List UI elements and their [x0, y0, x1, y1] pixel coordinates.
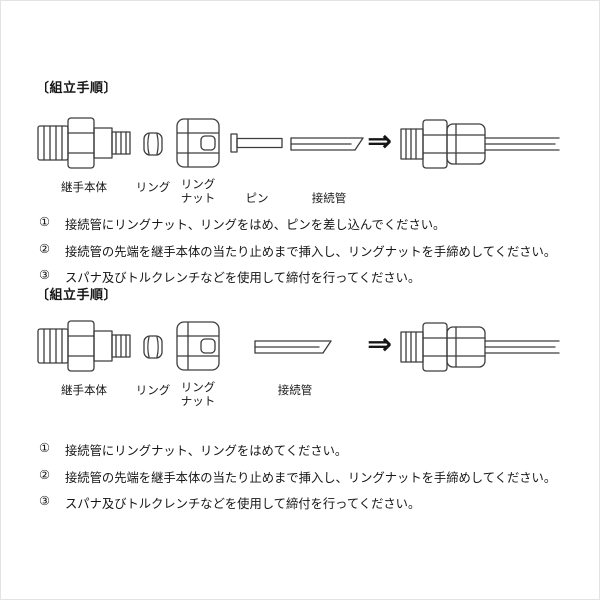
ring-nut-drawing: [176, 118, 220, 168]
step-row: ① 接続管にリングナット、リングをはめ、ピンを差し込んでください。: [39, 215, 579, 233]
section2-heading: 〔組立手順〕: [36, 287, 118, 302]
ring-drawing: [143, 132, 163, 156]
step-row: ② 接続管の先端を継手本体の当たり止めまで挿入し、リングナットを手締めしてくださ…: [39, 468, 579, 486]
connection-pipe-drawing: [254, 340, 332, 354]
ring-nut-label: リング ナット: [180, 179, 216, 205]
fitting-body-drawing: [37, 117, 131, 169]
step-number: ①: [39, 441, 51, 455]
step-row: ② 接続管の先端を継手本体の当たり止めまで挿入し、リングナットを手締めしてくださ…: [39, 242, 579, 260]
assembly-arrow-icon: ⇒: [367, 328, 393, 361]
step-text: スパナ及びトルクレンチなどを使用して締付を行ってください。: [65, 497, 421, 511]
step-number: ②: [39, 241, 51, 256]
step-text: スパナ及びトルクレンチなどを使用して締付を行ってください。: [65, 271, 421, 285]
connection-pipe-drawing: [290, 137, 364, 151]
ring-label: リング: [135, 385, 171, 397]
section2-steps: ① 接続管にリングナット、リングをはめてください。 ② 接続管の先端を継手本体の…: [39, 441, 579, 521]
step-row: ③ スパナ及びトルクレンチなどを使用して締付を行ってください。: [39, 494, 579, 512]
ring-nut-drawing: [176, 321, 220, 371]
fitting-body-label: 継手本体: [61, 182, 107, 194]
ring-nut-label: リング ナット: [180, 382, 216, 408]
step-row: ③ スパナ及びトルクレンチなどを使用して締付を行ってください。: [39, 268, 579, 286]
assembled-fitting-drawing: [400, 322, 560, 372]
ring-drawing: [143, 335, 163, 359]
fitting-body-label: 継手本体: [61, 385, 107, 397]
connection-pipe-label: 接続管: [311, 193, 347, 205]
step-row: ① 接続管にリングナット、リングをはめてください。: [39, 441, 579, 459]
step-number: ③: [39, 268, 51, 282]
fitting-body-drawing: [37, 320, 131, 372]
step-text: 接続管の先端を継手本体の当たり止めまで挿入し、リングナットを手締めしてください。: [65, 244, 557, 259]
connection-pipe-label: 接続管: [277, 385, 313, 397]
pin-label: ピン: [245, 193, 269, 205]
ring-label: リング: [135, 182, 171, 194]
pin-drawing: [230, 133, 283, 153]
section1-heading: 〔組立手順〕: [36, 80, 118, 95]
assembly-arrow-icon: ⇒: [367, 125, 393, 158]
step-text: 接続管にリングナット、リングをはめてください。: [65, 444, 348, 458]
step-number: ②: [39, 467, 51, 482]
step-text: 接続管の先端を継手本体の当たり止めまで挿入し、リングナットを手締めしてください。: [65, 470, 557, 485]
section1-steps: ① 接続管にリングナット、リングをはめ、ピンを差し込んでください。 ② 接続管の…: [39, 215, 579, 295]
assembled-fitting-drawing: [400, 119, 560, 169]
step-number: ①: [39, 215, 51, 229]
step-number: ③: [39, 494, 51, 508]
step-text: 接続管にリングナット、リングをはめ、ピンを差し込んでください。: [65, 218, 446, 232]
